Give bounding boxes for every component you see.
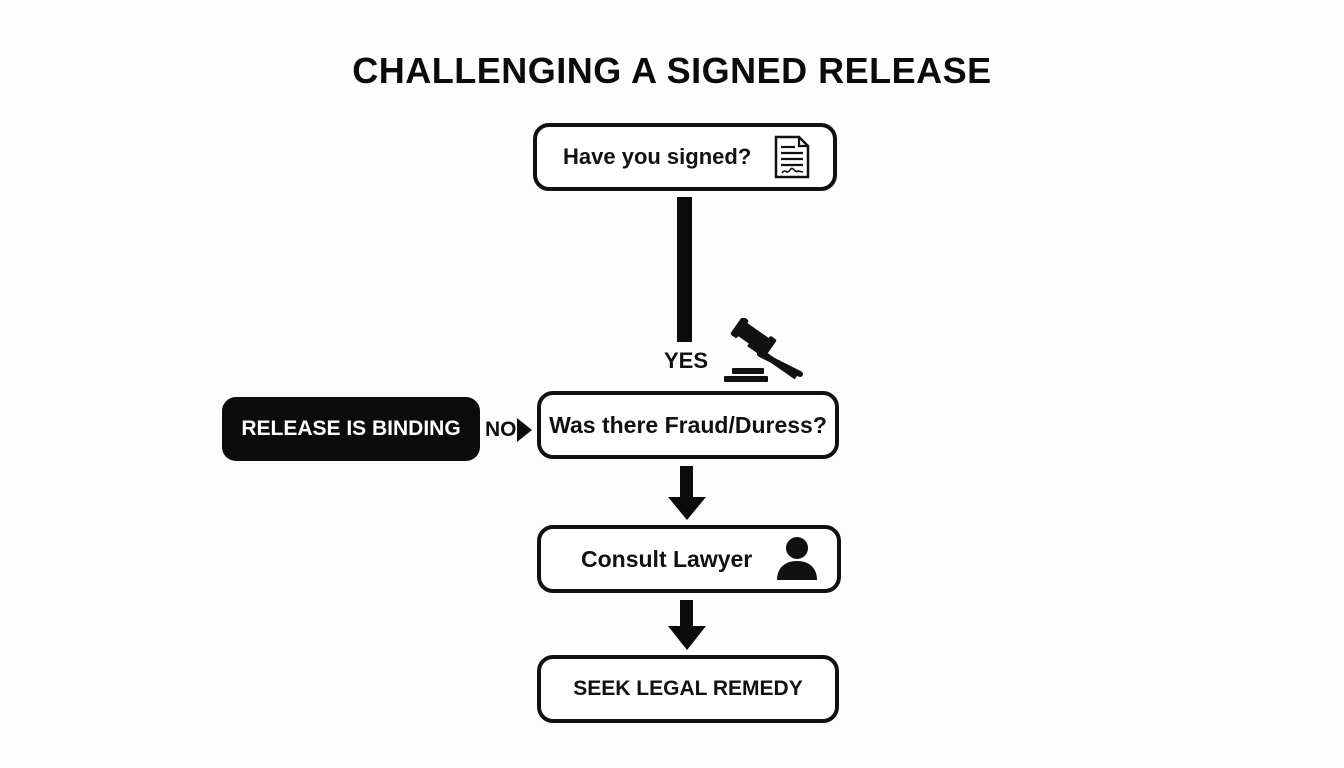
node-fraud-duress: Was there Fraud/Duress?	[537, 391, 839, 459]
down-arrow-fraud-to-lawyer	[668, 466, 706, 520]
diagram-title: CHALLENGING A SIGNED RELEASE	[352, 50, 992, 91]
gavel-icon	[724, 318, 803, 382]
down-arrow-lawyer-to-remedy	[668, 600, 706, 650]
node-consult-lawyer: Consult Lawyer	[537, 525, 841, 593]
no-arrowhead	[517, 418, 532, 442]
node-label: RELEASE IS BINDING	[241, 417, 461, 440]
node-label: Have you signed?	[563, 144, 752, 169]
node-label: SEEK LEGAL REMEDY	[573, 677, 803, 700]
yes-connector-line	[677, 197, 692, 342]
yes-label: YES	[664, 348, 709, 373]
node-label: Was there Fraud/Duress?	[549, 411, 827, 438]
node-seek-legal-remedy: SEEK LEGAL REMEDY	[537, 655, 839, 723]
document-signature-icon	[774, 135, 810, 179]
no-label: NO	[485, 418, 517, 441]
node-release-is-binding: RELEASE IS BINDING	[222, 397, 480, 461]
person-icon	[777, 537, 817, 580]
node-label: Consult Lawyer	[581, 545, 753, 572]
